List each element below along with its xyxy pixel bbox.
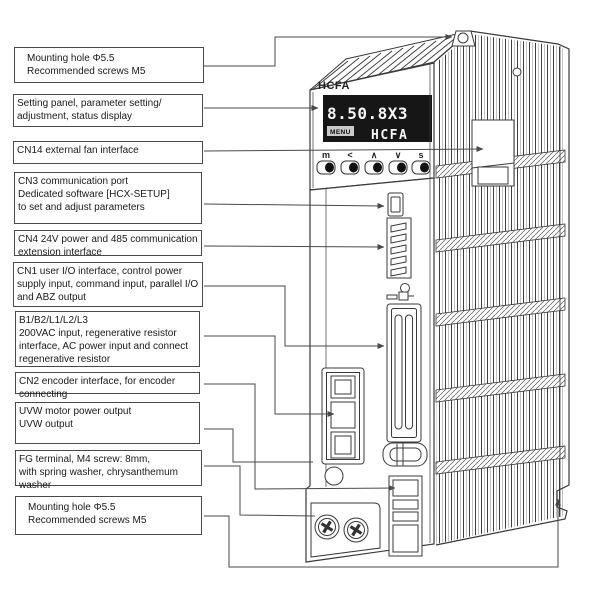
cn4-connector	[386, 217, 412, 279]
encoder-cable-clamp	[382, 442, 428, 467]
fg-screw-2	[343, 517, 369, 543]
left-button-label: <	[347, 150, 352, 160]
callout-power-input: B1/B2/L1/L2/L3 200VAC input, regenerativ…	[15, 311, 200, 367]
callout-cn3-communication: CN3 communication port Dedicated softwar…	[14, 172, 202, 224]
top-mounting-hole	[451, 30, 476, 47]
leader-fg	[204, 465, 316, 517]
leader-cn14	[203, 146, 484, 153]
heatsink	[433, 30, 570, 546]
leader-uvw	[204, 428, 313, 463]
callout-text: Setting panel, parameter setting/ adjust…	[17, 98, 162, 122]
callout-text: Mounting hole Φ5.5 Recommended screws M5	[27, 53, 146, 77]
leader-cn3	[203, 202, 385, 209]
callout-uvw-output: UVW motor power output UVW output	[15, 402, 200, 444]
leader-cn1	[204, 285, 385, 349]
power-terminal-block	[321, 367, 365, 465]
leader-lines	[203, 34, 561, 568]
callout-cn14-fan: CN14 external fan interface	[13, 141, 203, 164]
callout-fg-terminal: FG terminal, M4 screw: 8mm, with spring …	[15, 450, 202, 491]
left-button: <	[340, 150, 360, 175]
latch-clip	[386, 291, 414, 301]
mode-button-label: m	[322, 150, 330, 160]
cn1-connector	[386, 303, 422, 443]
callout-text: CN4 24V power and 485 communication exte…	[18, 234, 198, 258]
menu-badge-label: MENU	[330, 129, 351, 136]
callout-text: B1/B2/L1/L2/L3 200VAC input, regenerativ…	[19, 315, 188, 365]
callout-text: FG terminal, M4 screw: 8mm, with spring …	[19, 454, 178, 491]
leader-mounting-bottom	[204, 498, 561, 568]
callout-text: CN1 user I/O interface, control power su…	[17, 266, 199, 303]
leader-cn2	[204, 383, 396, 492]
brand-logo: HCFA	[318, 80, 350, 92]
fg-screw-1	[314, 514, 340, 540]
heatsink-hole	[512, 67, 522, 77]
front-hole	[324, 466, 344, 486]
status-display: 8.50.8X3 MENU HCFA	[323, 95, 432, 143]
heatsink-outline	[433, 30, 570, 546]
display-brand-digits: HCFA	[371, 128, 408, 143]
up-button-label: ∧	[371, 150, 378, 160]
fan-interface-recess	[471, 119, 515, 187]
panel-screw-hole	[400, 283, 410, 293]
top-face-fins	[309, 30, 471, 91]
callout-text: Mounting hole Φ5.5 Recommended screws M5	[28, 502, 147, 526]
callout-text: CN2 encoder interface, for encoder conne…	[19, 376, 176, 400]
display-digits: 8.50.8X3	[327, 104, 408, 123]
callout-mounting-hole-bottom: Mounting hole Φ5.5 Recommended screws M5	[15, 496, 202, 535]
callout-text: CN14 external fan interface	[17, 145, 139, 156]
callout-mounting-hole-top: Mounting hole Φ5.5 Recommended screws M5	[14, 47, 204, 83]
mode-button: m	[316, 150, 336, 175]
set-button-label: s	[418, 150, 423, 160]
callout-cn2-encoder: CN2 encoder interface, for encoder conne…	[15, 372, 200, 400]
leader-cn4	[203, 243, 385, 250]
cn3-connector	[387, 192, 404, 217]
callout-text: UVW motor power output UVW output	[19, 406, 132, 430]
fg-terminal-plate	[310, 502, 381, 558]
callout-setting-panel: Setting panel, parameter setting/ adjust…	[13, 94, 203, 127]
callout-text: CN3 communication port Dedicated softwar…	[18, 176, 170, 213]
front-panel: HCFA 8.50.8X3 MENU HCFA m < ∧	[309, 62, 435, 195]
menu-badge	[327, 126, 354, 136]
callout-cn4-power-485: CN4 24V power and 485 communication exte…	[14, 230, 202, 258]
leader-mounting-top	[204, 34, 453, 67]
heatsink-fin-steps	[435, 149, 566, 475]
front-lower-face	[305, 64, 435, 563]
leader-power-input	[204, 335, 335, 417]
up-button: ∧	[364, 150, 384, 175]
down-button: ∨	[388, 150, 408, 175]
down-button-label: ∨	[395, 150, 402, 160]
callout-cn1-user-io: CN1 user I/O interface, control power su…	[13, 262, 203, 307]
